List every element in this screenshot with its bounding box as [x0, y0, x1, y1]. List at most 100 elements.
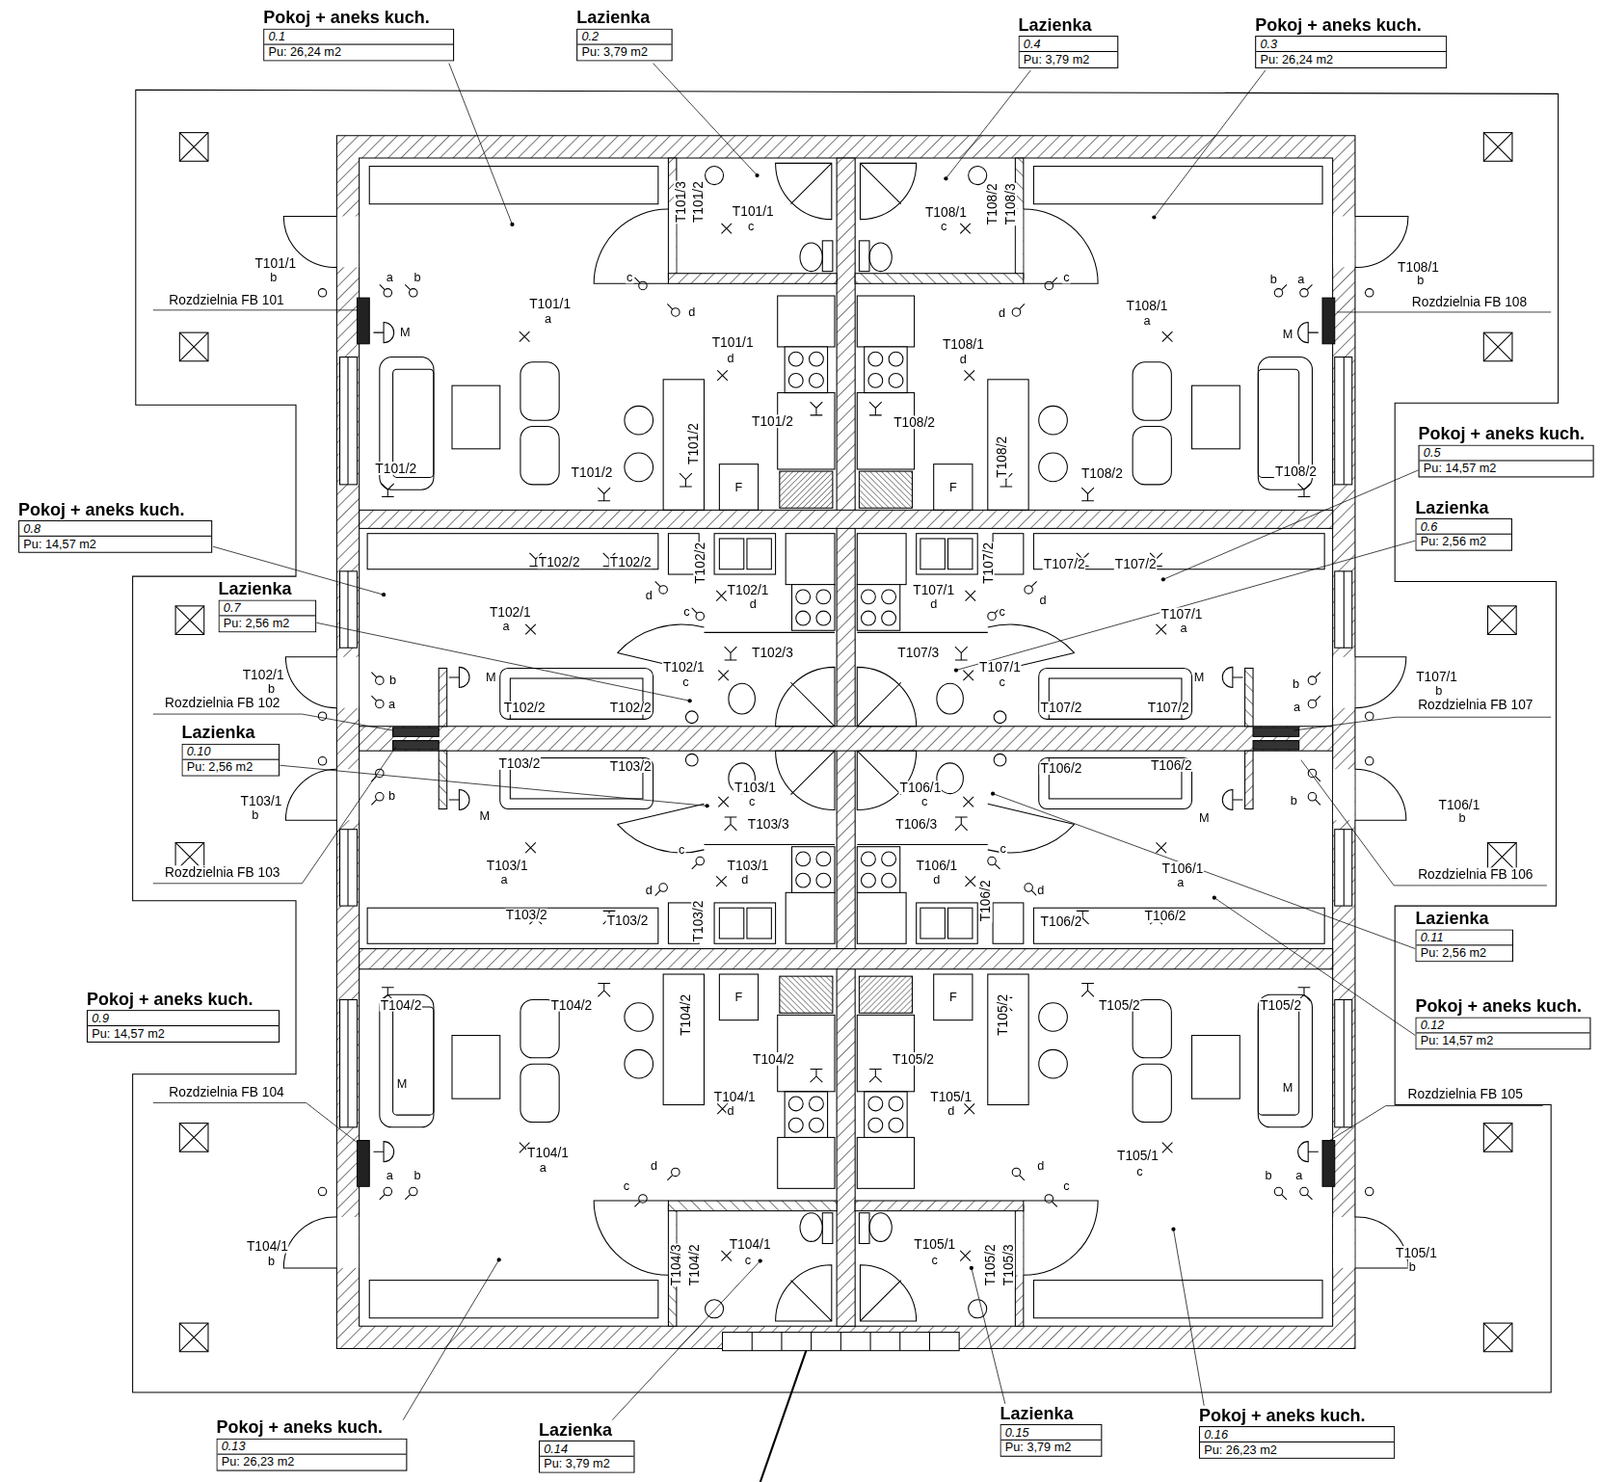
- plan-label: T101/2: [691, 180, 705, 224]
- room-label: Pokoj + aneks kuch.0.3Pu: 26,24 m2: [1254, 15, 1447, 69]
- plan-label: T106/1: [914, 858, 959, 873]
- plan-label: T103/1: [240, 794, 284, 808]
- room-name: Pokoj + aneks kuch.: [86, 989, 280, 1011]
- plan-label: T104/2: [549, 998, 593, 1013]
- plan-label: T103/2: [606, 913, 650, 928]
- room-number: 0.9: [91, 1011, 109, 1026]
- plan-label: T106/2: [1144, 909, 1188, 924]
- plan-label: d: [1036, 884, 1045, 898]
- room-number: 0.16: [1203, 1427, 1228, 1442]
- plan-label: a: [1142, 314, 1151, 327]
- room-row: 0.7: [219, 601, 317, 617]
- plan-label: T107/3: [896, 646, 940, 661]
- plan-label: b: [1269, 273, 1279, 287]
- room-name: Lazienka: [538, 1420, 636, 1441]
- plan-label: T106/1: [898, 780, 942, 795]
- room-row: Pu: 3,79 m2: [1019, 52, 1119, 68]
- plan-label: M: [399, 326, 412, 340]
- plan-label: T104/3: [668, 1243, 683, 1287]
- plan-label: T107/1: [978, 660, 1022, 674]
- room-row: 0.12: [1415, 1018, 1590, 1035]
- plan-label: T107/2: [1040, 701, 1084, 716]
- plan-label: T105/1: [929, 1090, 973, 1104]
- plan-label: c: [677, 844, 686, 857]
- room-row: Pu: 14,57 m2: [1419, 461, 1594, 478]
- room-label: Lazienka0.4Pu: 3,79 m2: [1018, 15, 1120, 69]
- plan-label: d: [932, 873, 941, 886]
- plan-label: M: [1281, 328, 1295, 342]
- plan-label: b: [1289, 795, 1299, 808]
- plan-label: c: [681, 676, 690, 690]
- room-area: Pu: 14,57 m2: [1423, 461, 1497, 478]
- room-name: Pokoj + aneks kuch.: [263, 7, 454, 28]
- plan-label: a: [385, 271, 395, 285]
- room-label: Lazienka0.2Pu: 3,79 m2: [576, 7, 673, 61]
- plan-label: F: [734, 481, 745, 495]
- room-name: Pokoj + aneks kuch.: [1254, 15, 1447, 36]
- plan-label: b: [266, 682, 276, 695]
- plan-label: b: [268, 271, 278, 285]
- plan-label: c: [622, 1180, 631, 1194]
- plan-label: T106/2: [979, 879, 993, 923]
- room-row: Pu: 26,24 m2: [264, 45, 454, 61]
- plan-label: T108/1: [1396, 260, 1440, 274]
- plan-label: a: [538, 1162, 548, 1175]
- room-name: Pokoj + aneks kuch.: [1418, 424, 1595, 445]
- plan-label: M: [484, 671, 498, 685]
- plan-label: T108/2: [1274, 464, 1318, 479]
- plan-label: T105/1: [1116, 1149, 1160, 1164]
- room-box: 0.15Pu: 3,79 m2: [999, 1424, 1102, 1458]
- plan-label: b: [250, 809, 260, 823]
- plan-label: T106/1: [1437, 798, 1481, 812]
- room-row: Pu: 3,79 m2: [577, 45, 671, 61]
- plan-label: T104/2: [379, 998, 424, 1013]
- plan-label: a: [499, 873, 508, 886]
- plan-label: T105/1: [1394, 1246, 1439, 1260]
- plan-label: M: [1198, 812, 1211, 826]
- room-box: 0.13Pu: 26,23 m2: [215, 1439, 407, 1472]
- plan-label: Rozdzielnia FB 101: [167, 293, 285, 307]
- plan-label: T101/2: [686, 422, 700, 466]
- plan-label: b: [1457, 812, 1467, 826]
- plan-label: T102/3: [750, 646, 795, 661]
- room-row: 0.10: [183, 745, 280, 761]
- plan-label: c: [1062, 1180, 1070, 1194]
- room-box: 0.14Pu: 3,79 m2: [538, 1440, 636, 1474]
- room-row: Pu: 14,57 m2: [87, 1026, 279, 1042]
- plan-label: T106/3: [894, 818, 938, 832]
- plan-label: c: [997, 606, 1006, 619]
- room-area: Pu: 2,56 m2: [1420, 945, 1488, 961]
- plan-label: M: [1281, 1081, 1295, 1094]
- plan-label: T108/2: [892, 415, 936, 429]
- plan-label: c: [997, 676, 1006, 690]
- plan-label: a: [502, 620, 511, 634]
- plan-label: T101/1: [528, 297, 572, 312]
- plan-label: T106/2: [1149, 758, 1194, 773]
- room-label: Lazienka0.10Pu: 2,56 m2: [181, 723, 280, 777]
- plan-label: T106/1: [1161, 861, 1205, 876]
- plan-label: T106/2: [1040, 914, 1084, 929]
- room-row: 0.8: [19, 521, 212, 537]
- room-area: Pu: 3,79 m2: [581, 45, 648, 61]
- room-box: 0.7Pu: 2,56 m2: [218, 599, 318, 633]
- room-row: 0.15: [1001, 1425, 1102, 1441]
- plan-label: Rozdzielnia FB 102: [163, 696, 281, 711]
- room-row: Pu: 26,24 m2: [1255, 52, 1446, 68]
- room-row: 0.5: [1419, 446, 1594, 462]
- room-name: Pokoj + aneks kuch.: [215, 1418, 407, 1440]
- plan-label: T101/2: [750, 414, 795, 428]
- plan-label: T103/1: [733, 780, 777, 795]
- room-row: 0.1: [264, 29, 454, 46]
- plan-label: T108/2: [1080, 466, 1124, 480]
- room-row: Pu: 2,56 m2: [219, 615, 317, 632]
- plan-label: T102/2: [609, 701, 653, 716]
- room-row: 0.16: [1200, 1427, 1394, 1443]
- plan-label: T107/1: [1414, 669, 1459, 684]
- plan-label: b: [1291, 677, 1301, 691]
- room-row: Pu: 26,23 m2: [216, 1455, 406, 1471]
- room-name: Lazienka: [218, 579, 318, 600]
- plan-label: T105/2: [996, 993, 1011, 1038]
- plan-label: d: [1038, 593, 1047, 607]
- plan-label: T108/2: [985, 182, 999, 226]
